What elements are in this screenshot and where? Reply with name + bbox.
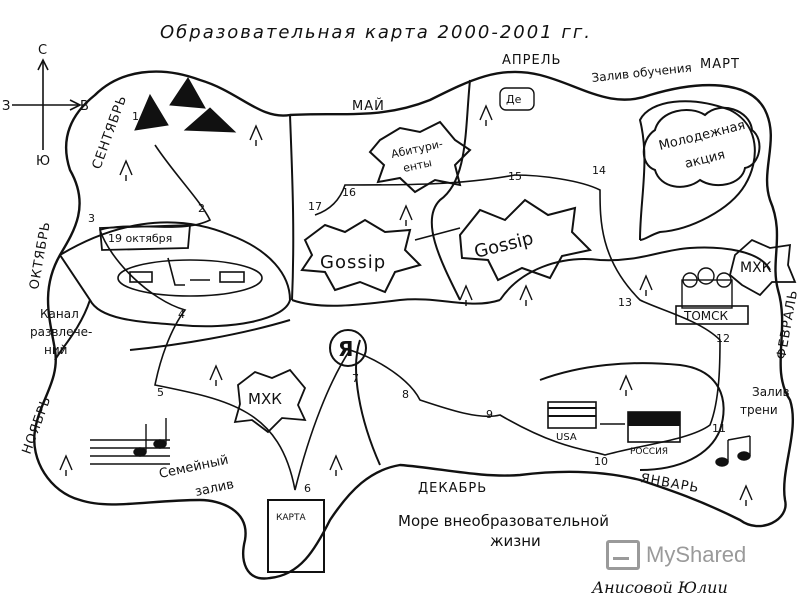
youth-action-cloud	[642, 106, 761, 188]
sea-label-2: жизни	[490, 532, 541, 550]
mhk-burst-right	[728, 238, 797, 297]
watermark: MyShared	[606, 540, 746, 570]
route-number: 6	[304, 482, 311, 495]
boat-scene-icon	[117, 257, 263, 297]
route-number: 7	[352, 372, 359, 385]
youth-action-label-2: акция	[683, 147, 726, 171]
route-number: 8	[402, 388, 409, 401]
usa-label: USA	[556, 432, 577, 443]
route-number: 1	[132, 110, 139, 123]
compass-south: Ю	[36, 154, 50, 169]
route-number: 10	[594, 455, 608, 468]
usa-flag-stripes	[548, 407, 596, 417]
canal-label-3: ний	[44, 343, 67, 357]
gossip-label-right: Gossip	[472, 228, 535, 263]
october19-banner	[99, 224, 191, 251]
gossip-label-left: Gossip	[320, 252, 386, 273]
small-map-frame	[267, 499, 325, 573]
october19-label: 19 октября	[108, 232, 172, 245]
mhk-label-center: МХК	[248, 390, 282, 408]
island-outline	[33, 70, 795, 580]
month-april: АПРЕЛЬ	[502, 53, 561, 68]
mhk-label-right: МХК	[740, 260, 772, 276]
route-number: 12	[716, 332, 730, 345]
russia-flag-band	[628, 412, 680, 426]
training-bay-label-2: трени	[740, 403, 778, 417]
mhk-burst-center	[233, 368, 307, 434]
month-september: СЕНТЯБРЬ	[90, 93, 131, 171]
family-bay-label-1: Семейный	[158, 453, 230, 482]
bay-of-learning: Залив обучения	[591, 61, 693, 85]
applicants-label-1: Абитури-	[390, 137, 444, 161]
sea-label-1: Море внеобразовательной	[398, 512, 609, 530]
canal-label-2: развлече-	[30, 325, 92, 339]
route-number: 15	[508, 170, 522, 183]
music-note-icon-right	[715, 435, 751, 467]
compass-north: С	[38, 43, 47, 58]
author-signature: Анисовой Юлии	[592, 578, 728, 597]
tomsk-label: ТОМСК	[683, 309, 729, 323]
route-number: 2	[198, 202, 205, 215]
month-february: ФЕВРАЛЬ	[774, 288, 800, 360]
watermark-label: MyShared	[646, 542, 747, 567]
map-title: Образовательная карта 2000-2001 гг.	[160, 22, 592, 43]
tomsk-plate	[675, 305, 749, 325]
month-november: НОЯБРЬ	[20, 394, 55, 456]
applicants-label-2: енты	[402, 156, 433, 175]
route-number: 14	[592, 164, 606, 177]
family-bay-label-2: залив	[194, 477, 236, 500]
ya-circle	[329, 329, 367, 367]
de-box	[499, 87, 535, 111]
month-may: МАЙ	[352, 98, 385, 114]
mountains-icon	[134, 77, 237, 133]
training-bay-label-1: Залив	[752, 385, 790, 399]
route-number: 9	[486, 408, 493, 421]
ya-label: Я	[338, 337, 353, 361]
gossip-burst-right	[458, 198, 593, 282]
de-label: Де	[506, 93, 522, 106]
youth-action-label-1: Молодежная	[657, 118, 746, 154]
route-number: 5	[157, 386, 164, 399]
route-number: 11	[712, 422, 726, 435]
month-march: МАРТ	[700, 57, 740, 72]
music-note-icon	[90, 418, 170, 465]
canal-label-1: Канал	[40, 307, 79, 321]
route-number: 17	[308, 200, 322, 213]
small-map-label: КАРТА	[276, 513, 306, 523]
route-number: 3	[88, 212, 95, 225]
tomsk-church-icon	[681, 267, 733, 309]
month-january: ЯНВАРЬ	[639, 471, 700, 496]
compass-east: В	[80, 99, 89, 114]
applicants-burst	[368, 120, 472, 194]
compass-rose	[12, 58, 82, 150]
route-path	[98, 144, 721, 491]
myshared-logo-icon	[606, 540, 640, 570]
gossip-arrow	[414, 227, 461, 241]
compass-west: З	[2, 99, 10, 114]
gossip-burst-left	[300, 218, 422, 294]
route-number: 16	[342, 186, 356, 199]
route-number: 13	[618, 296, 632, 309]
russia-label: РОССИЯ	[630, 447, 668, 457]
tree-icons	[59, 104, 753, 506]
route-numbers: 1 2 3 4 5 6 7 8 9 10 11 12 13 14 15 16 1…	[88, 110, 730, 495]
route-number: 4	[178, 308, 185, 321]
month-december: ДЕКАБРЬ	[418, 481, 487, 496]
